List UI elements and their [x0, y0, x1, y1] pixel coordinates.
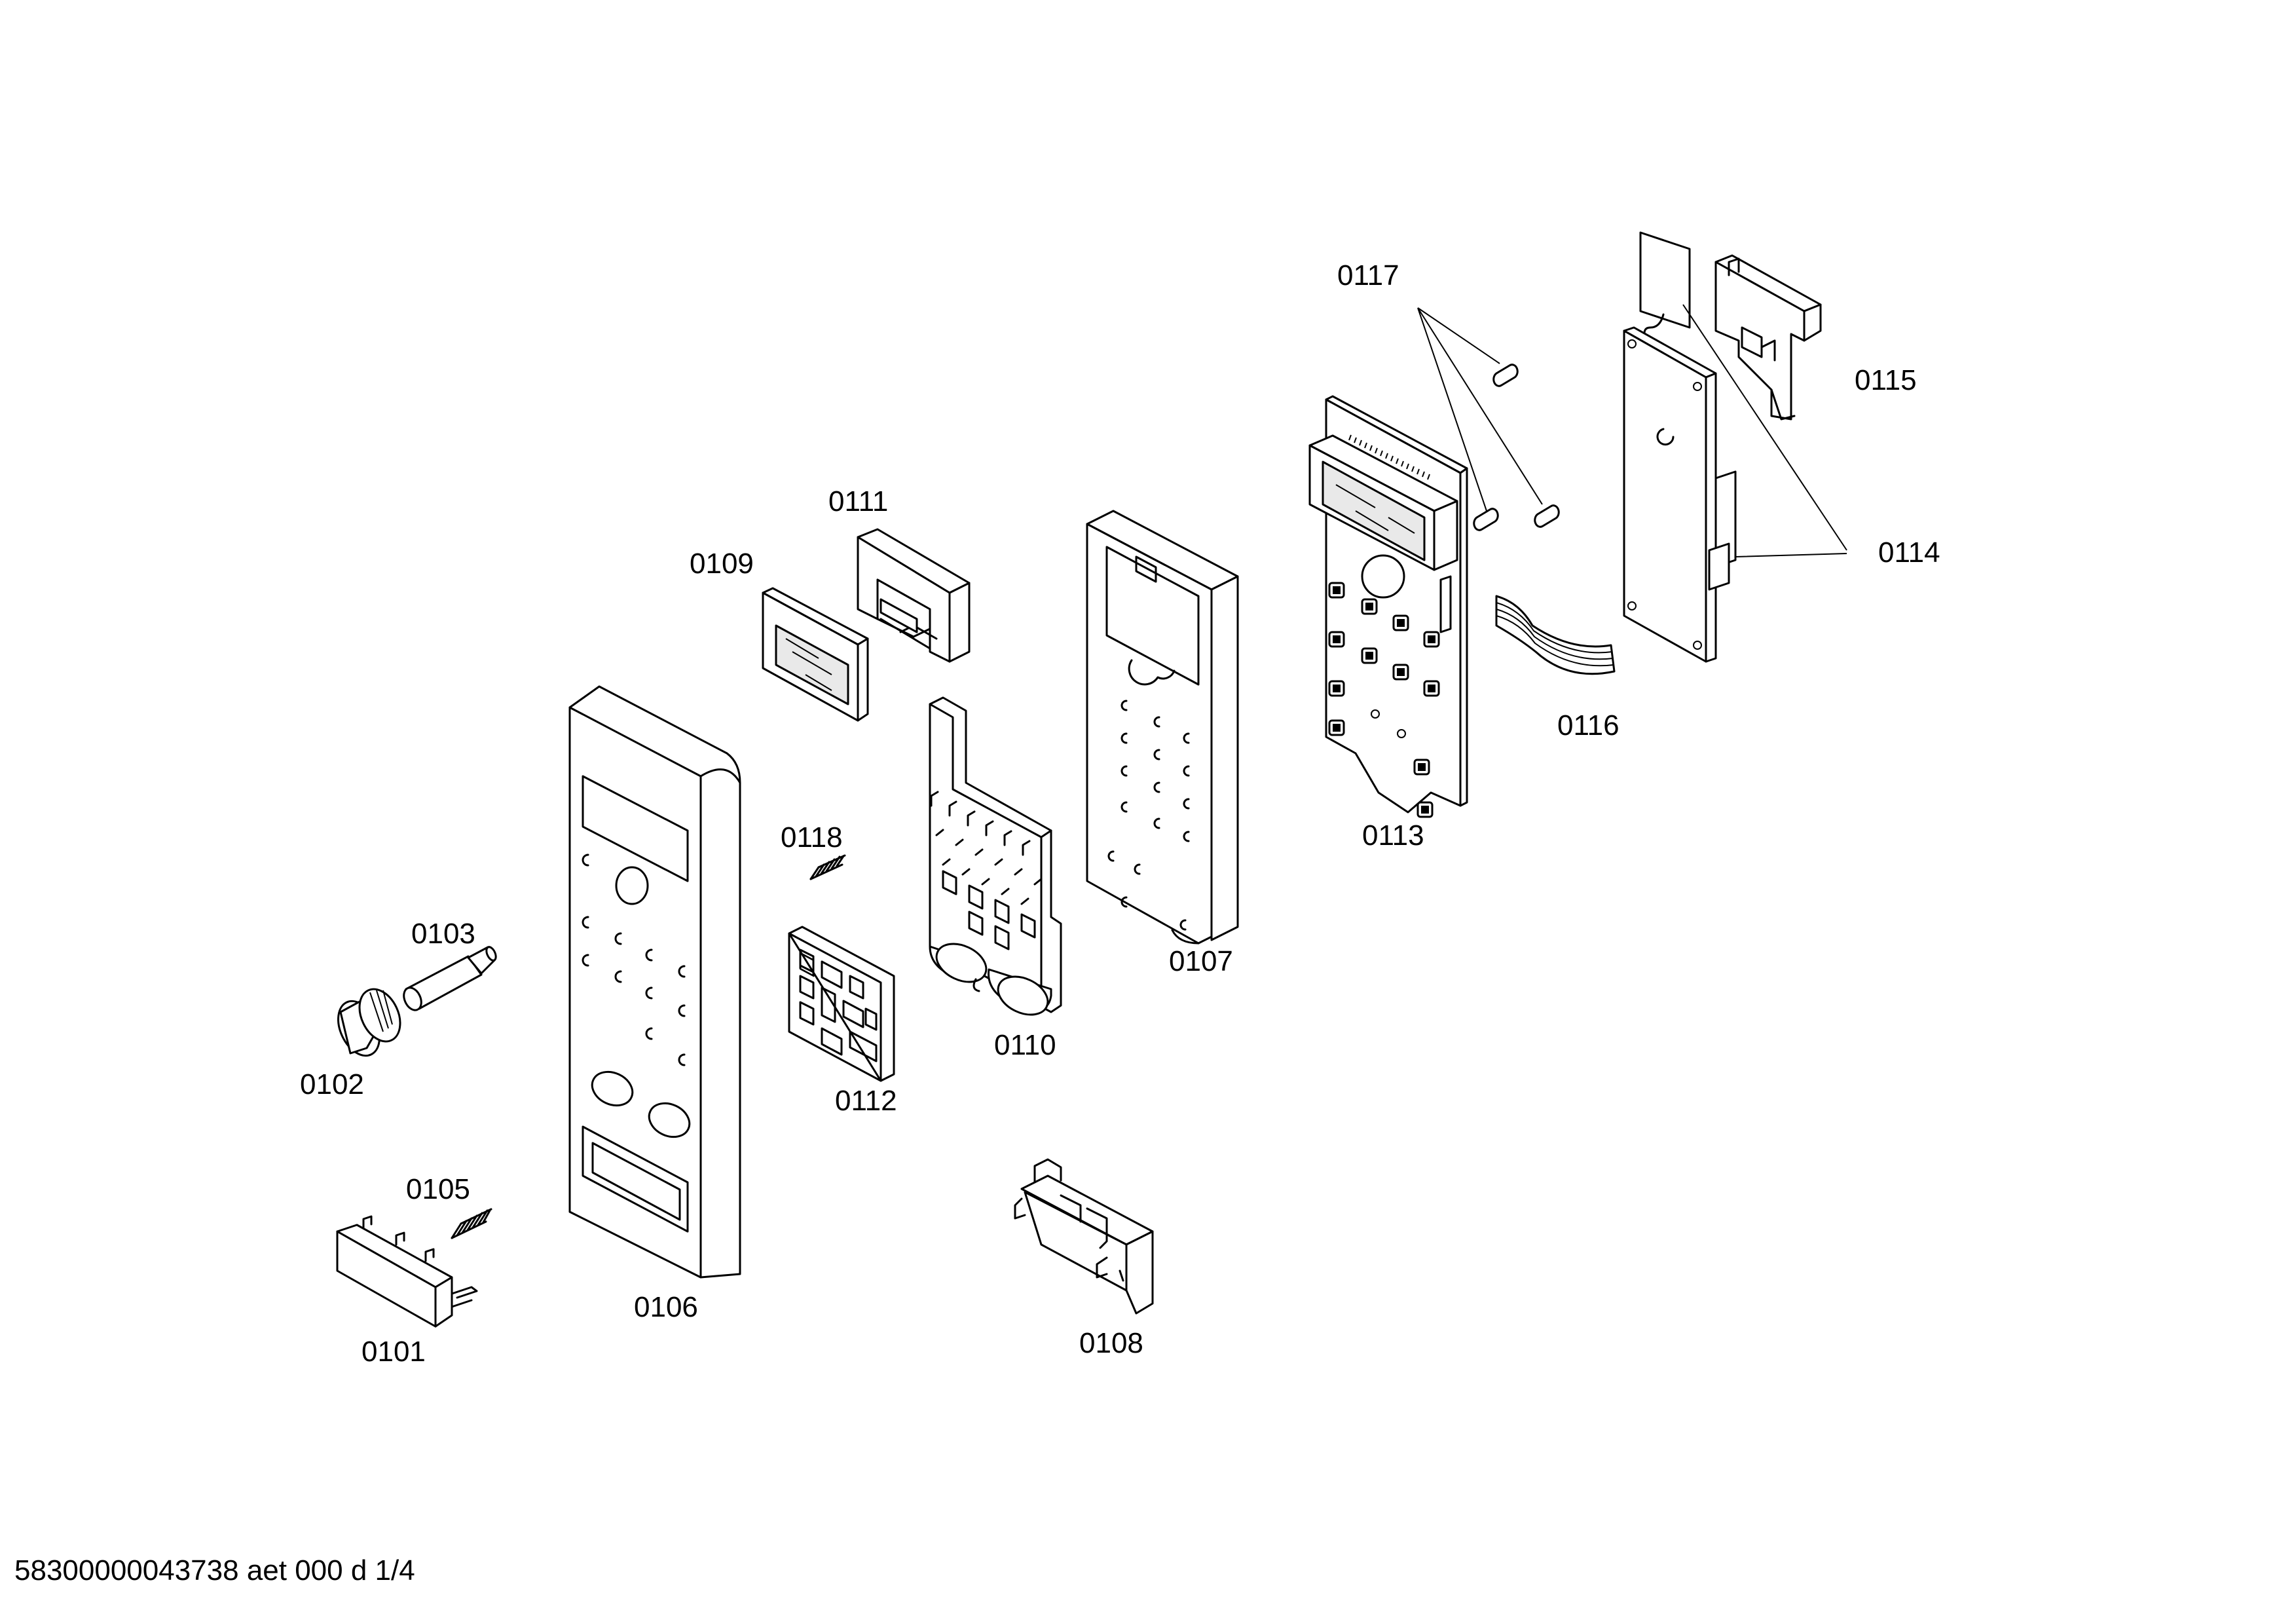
label-0111: 0111 — [828, 485, 888, 517]
label-0103: 0103 — [411, 918, 475, 950]
part-0107-drawing — [1086, 510, 1239, 945]
label-0106: 0106 — [634, 1291, 698, 1323]
part-0105-drawing — [451, 1208, 492, 1239]
part-0112-drawing — [788, 926, 895, 1082]
label-0112: 0112 — [835, 1085, 897, 1117]
label-0110: 0110 — [994, 1029, 1056, 1061]
label-0118: 0118 — [781, 821, 843, 854]
part-0113-drawing — [1308, 395, 1468, 818]
part-0110-drawing — [929, 696, 1062, 1016]
part-0114-drawing — [1623, 231, 1847, 663]
label-0114: 0114 — [1878, 536, 1940, 569]
part-0109-drawing — [762, 587, 869, 722]
part-0118-drawing — [809, 854, 846, 880]
part-0103-drawing — [403, 946, 497, 1011]
label-0116: 0116 — [1557, 709, 1620, 741]
part-0106-drawing — [568, 685, 741, 1279]
part-0111-drawing — [857, 528, 971, 663]
part-0108-drawing — [1014, 1158, 1154, 1315]
part-0116-drawing — [1495, 595, 1616, 675]
label-0107: 0107 — [1169, 945, 1233, 977]
label-0101: 0101 — [361, 1336, 426, 1368]
label-0102: 0102 — [300, 1068, 364, 1100]
part-0102-drawing — [337, 988, 401, 1057]
label-0115: 0115 — [1855, 364, 1917, 396]
label-0105: 0105 — [406, 1173, 470, 1205]
label-0117: 0117 — [1337, 259, 1399, 291]
label-0113: 0113 — [1362, 819, 1424, 852]
label-0108: 0108 — [1079, 1327, 1143, 1359]
label-0109: 0109 — [690, 548, 754, 580]
part-labels: 0101 0102 0103 0105 0106 0107 0108 0109 … — [300, 259, 1940, 1368]
part-0117-drawing — [1417, 307, 1560, 531]
part-0115-drawing — [1714, 254, 1822, 421]
part-0101-drawing — [336, 1215, 478, 1328]
document-id: 58300000043738 aet 000 d 1/4 — [14, 1554, 415, 1586]
